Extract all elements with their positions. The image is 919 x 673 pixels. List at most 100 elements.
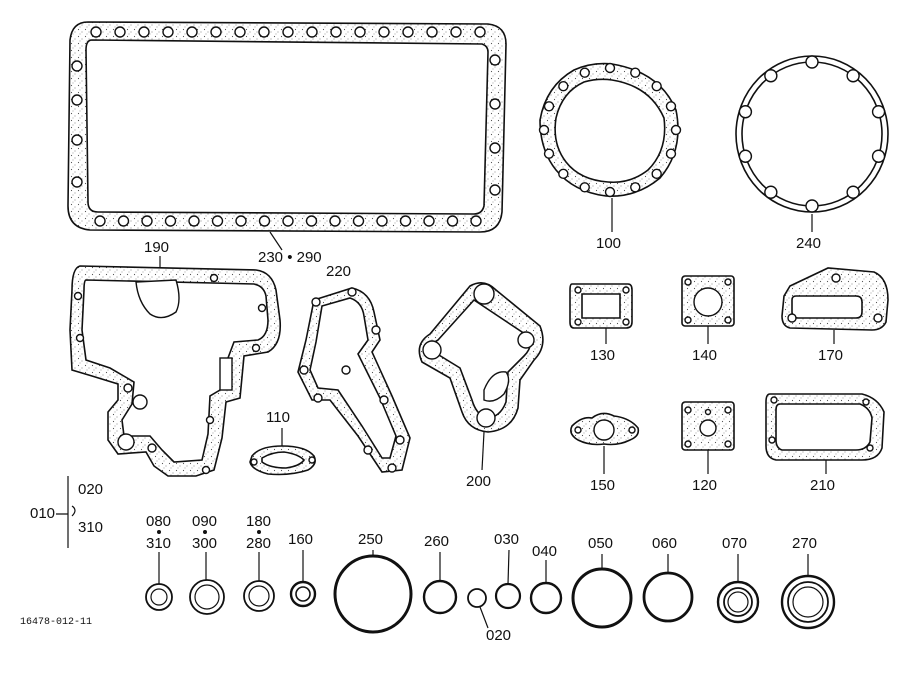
bolt-hole bbox=[470, 215, 482, 227]
bolt-hole bbox=[235, 215, 247, 227]
bolt-hole bbox=[738, 149, 753, 163]
o-ring-030 bbox=[494, 582, 522, 610]
label-190: 190 bbox=[144, 239, 169, 256]
gasket-240 bbox=[735, 55, 889, 213]
bolt-hole bbox=[543, 101, 555, 112]
bolt-hole bbox=[489, 184, 501, 196]
bolt-hole bbox=[579, 67, 590, 78]
bolt-hole bbox=[162, 26, 174, 38]
bolt-hole bbox=[604, 62, 616, 74]
label-030: 030 bbox=[494, 531, 519, 548]
bolt-hole bbox=[489, 98, 501, 110]
bolt-hole bbox=[71, 60, 83, 72]
bolt-hole bbox=[871, 105, 886, 119]
stack-top-3: 180 bbox=[246, 513, 271, 530]
group-010-bottom: 310 bbox=[78, 519, 103, 536]
gasket-110 bbox=[249, 445, 316, 476]
gasket-140 bbox=[681, 275, 735, 327]
bolt-hole bbox=[871, 149, 886, 163]
bolt-hole bbox=[188, 215, 200, 227]
group-010-bracket bbox=[56, 476, 69, 548]
bolt-hole bbox=[352, 215, 365, 227]
seal-160 bbox=[289, 580, 317, 608]
bolt-hole bbox=[211, 215, 224, 227]
bolt-hole bbox=[164, 215, 177, 227]
bolt-hole bbox=[764, 69, 778, 83]
label-140: 140 bbox=[692, 347, 717, 364]
leader-230-290 bbox=[269, 231, 283, 251]
bolt-hole bbox=[450, 26, 462, 38]
o-ring-090-300 bbox=[189, 579, 225, 615]
bolt-hole bbox=[258, 26, 270, 38]
bolt-hole bbox=[329, 215, 341, 227]
group-010-label: 010 bbox=[30, 505, 55, 522]
bolt-hole bbox=[670, 124, 682, 136]
bolt-hole bbox=[71, 94, 83, 106]
group-010: 010 020 310 bbox=[30, 476, 103, 548]
label-230-290: 230 • 290 bbox=[258, 249, 322, 266]
bolt-hole bbox=[423, 215, 435, 227]
leader-020 bbox=[479, 606, 489, 629]
stack-bottom-2: 300 bbox=[192, 535, 217, 552]
o-ring-020 bbox=[467, 588, 487, 608]
bolt-hole bbox=[651, 168, 662, 180]
bolt-hole bbox=[282, 215, 294, 227]
bolt-hole bbox=[543, 148, 555, 159]
label-170: 170 bbox=[818, 347, 843, 364]
label-070: 070 bbox=[722, 535, 747, 552]
label-060: 060 bbox=[652, 535, 677, 552]
bolt-hole bbox=[805, 199, 819, 213]
gasket-200 bbox=[418, 282, 544, 433]
bolt-hole bbox=[90, 26, 102, 38]
bolt-hole bbox=[846, 185, 860, 199]
bolt-hole bbox=[306, 26, 318, 38]
bolt-hole bbox=[305, 215, 318, 227]
label-270: 270 bbox=[792, 535, 817, 552]
gasket-100 bbox=[538, 62, 682, 198]
bolt-hole bbox=[376, 215, 388, 227]
label-150: 150 bbox=[590, 477, 615, 494]
bolt-hole bbox=[651, 80, 662, 92]
o-ring-080-310 bbox=[145, 583, 173, 611]
drawing-number: 16478-012-11 bbox=[20, 617, 92, 628]
label-240: 240 bbox=[796, 235, 821, 252]
label-020: 020 bbox=[486, 627, 511, 644]
label-200: 200 bbox=[466, 473, 491, 490]
label-130: 130 bbox=[590, 347, 615, 364]
label-210: 210 bbox=[810, 477, 835, 494]
bolt-hole bbox=[579, 182, 590, 193]
bolt-hole bbox=[71, 134, 83, 146]
bolt-hole bbox=[282, 26, 294, 38]
bolt-hole bbox=[489, 142, 501, 154]
bolt-hole bbox=[738, 105, 753, 119]
label-260: 260 bbox=[424, 533, 449, 550]
oil-seal-070 bbox=[716, 580, 760, 624]
stacked-label-180-280: 180 280 bbox=[246, 513, 271, 552]
gasket-120 bbox=[681, 401, 735, 451]
bolt-hole bbox=[426, 26, 438, 38]
stack-bottom-3: 280 bbox=[246, 535, 271, 552]
bolt-hole bbox=[474, 26, 486, 38]
stack-dot-1 bbox=[157, 530, 161, 534]
group-010-top: 020 bbox=[78, 481, 103, 498]
group-010-tilde bbox=[71, 505, 76, 517]
stack-dot-3 bbox=[257, 530, 261, 534]
o-ring-050 bbox=[571, 567, 633, 629]
gasket-150 bbox=[570, 412, 640, 446]
gasket-170 bbox=[781, 267, 889, 331]
label-120: 120 bbox=[692, 477, 717, 494]
o-ring-060 bbox=[642, 571, 694, 623]
label-250: 250 bbox=[358, 531, 383, 548]
bolt-hole bbox=[399, 215, 412, 227]
stack-top-1: 080 bbox=[146, 513, 171, 530]
stack-dot-2 bbox=[203, 530, 207, 534]
bolt-hole bbox=[446, 215, 459, 227]
label-050: 050 bbox=[588, 535, 613, 552]
gasket-210 bbox=[765, 393, 885, 461]
label-100: 100 bbox=[596, 235, 621, 252]
bolt-hole bbox=[354, 26, 366, 38]
bolt-hole bbox=[186, 26, 198, 38]
bolt-hole bbox=[71, 176, 83, 188]
